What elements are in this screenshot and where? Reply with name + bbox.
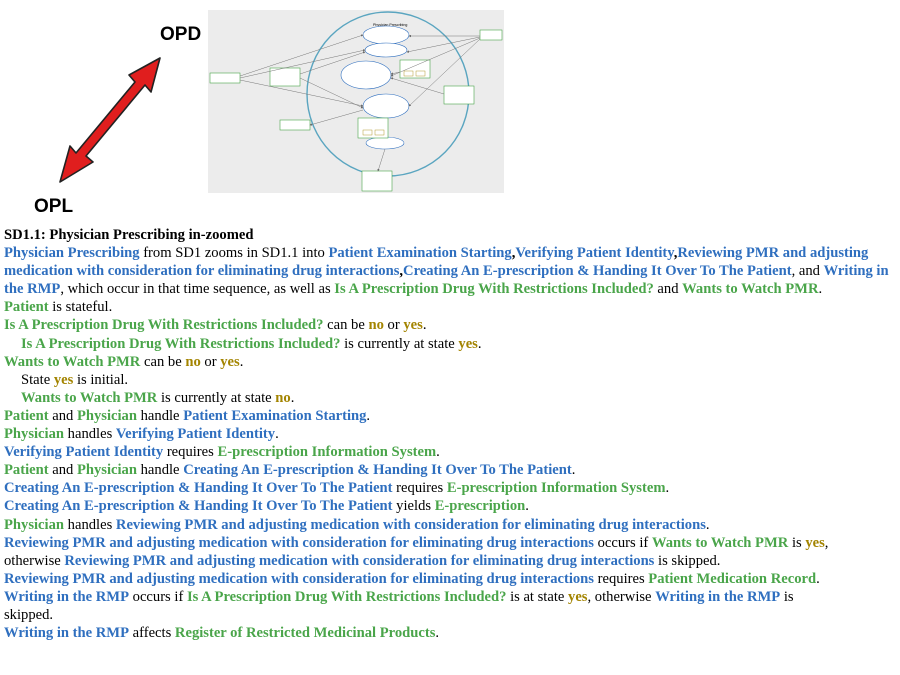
opl-sentence: State yes is initial. — [21, 371, 129, 388]
opl-sentence: Physician handles Verifying Patient Iden… — [4, 426, 279, 443]
opl-text: SD1.1: Physician Prescribing in-zoomed P… — [4, 226, 896, 642]
opd-diagram: Physician Prescribing — [208, 10, 504, 193]
opl-sentence: Wants to Watch PMR can be no or yes. — [4, 353, 244, 370]
opl-sentence: Patient and Physician handle Creating An… — [4, 462, 576, 479]
opl-sentence: Reviewing PMR and adjusting medication w… — [4, 534, 829, 569]
opl-sentence: Verifying Patient Identity requires E-pr… — [4, 444, 440, 461]
opl-sentence: Writing in the RMP occurs if Is A Prescr… — [4, 588, 794, 623]
opl-sentence: Patient is stateful. — [4, 299, 113, 316]
opl-sentence: Writing in the RMP affects Register of R… — [4, 625, 440, 642]
opl-sentence: Is A Prescription Drug With Restrictions… — [21, 335, 482, 352]
opd-label: OPD — [160, 24, 202, 45]
opl-sentence: Creating An E-prescription & Handing It … — [4, 498, 529, 515]
opl-sentence: Physician Prescribing from SD1 zooms in … — [4, 245, 889, 298]
opl-label: OPL — [34, 196, 74, 217]
opl-sentence: Reviewing PMR and adjusting medication w… — [4, 570, 820, 587]
opl-heading: SD1.1: Physician Prescribing in-zoomed — [4, 227, 254, 243]
double-arrow-icon — [59, 57, 161, 183]
opl-sentence: Wants to Watch PMR is currently at state… — [21, 389, 295, 406]
opl-sentence: Creating An E-prescription & Handing It … — [4, 480, 670, 497]
diagram-inzoom-title: Physician Prescribing — [373, 23, 407, 27]
opl-sentence: Physician handles Reviewing PMR and adju… — [4, 516, 710, 533]
opl-sentence: Patient and Physician handle Patient Exa… — [4, 407, 371, 424]
opl-sentence: Is A Prescription Drug With Restrictions… — [4, 317, 427, 334]
